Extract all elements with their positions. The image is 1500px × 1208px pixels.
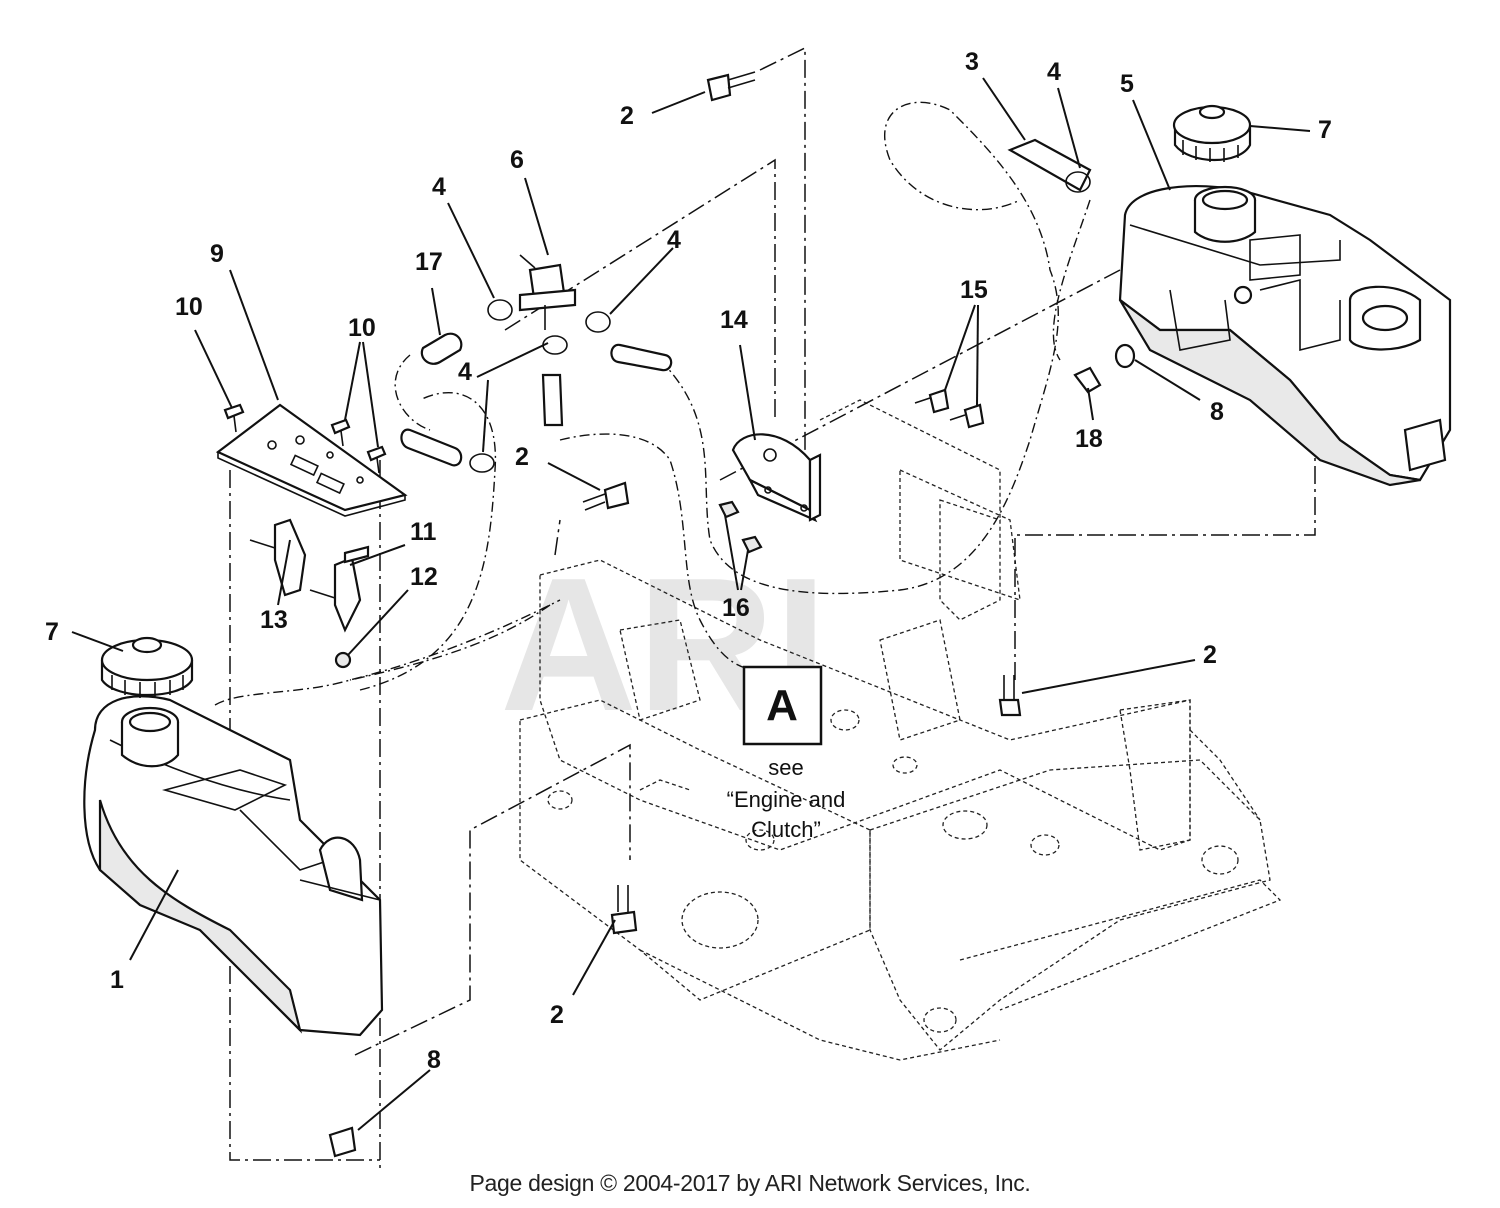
tee-fitting — [518, 254, 577, 330]
callout-2-top: 2 — [620, 102, 634, 130]
callout-12: 12 — [410, 563, 438, 591]
callout-11: 11 — [410, 518, 437, 546]
fuel-hoses — [400, 138, 1092, 467]
callout-4-right: 4 — [1047, 58, 1061, 86]
callout-4-left-top: 4 — [432, 173, 446, 201]
callout-14: 14 — [720, 306, 748, 334]
copyright-footer: Page design © 2004-2017 by ARI Network S… — [469, 1170, 1031, 1196]
reference-letter: A — [766, 681, 798, 730]
tank-screws — [914, 388, 985, 429]
reference-see-text: see — [768, 755, 803, 780]
screws — [223, 403, 387, 474]
callout-2-center: 2 — [515, 443, 529, 471]
valve-brackets — [249, 518, 370, 669]
reference-line-1: “Engine and — [727, 787, 846, 812]
callout-8-bottom: 8 — [427, 1046, 441, 1074]
callout-6: 6 — [510, 146, 524, 174]
callout-16: 16 — [722, 594, 750, 622]
bolts — [582, 71, 1022, 935]
callout-7-right: 7 — [1318, 116, 1332, 144]
callout-1: 1 — [110, 966, 124, 994]
right-fuel-tank — [1118, 185, 1452, 487]
tank-bushings — [328, 343, 1136, 1158]
callout-10-left: 10 — [175, 293, 203, 321]
callout-4-left-mid: 4 — [458, 358, 472, 386]
callout-9: 9 — [210, 240, 224, 268]
callout-15: 15 — [960, 276, 988, 304]
fuel-hose-routes — [214, 101, 1091, 706]
callout-8-right: 8 — [1210, 398, 1224, 426]
reference-box-a: A see “Engine and Clutch” — [727, 665, 846, 842]
left-fuel-tank — [83, 695, 384, 1037]
callout-3: 3 — [965, 48, 979, 76]
callout-5: 5 — [1120, 70, 1134, 98]
callout-4-center: 4 — [667, 226, 681, 254]
callout-17: 17 — [415, 248, 443, 276]
left-fuel-cap — [100, 636, 194, 698]
tank-bracket — [731, 433, 822, 523]
callout-7-left: 7 — [45, 618, 59, 646]
callout-2-right: 2 — [1203, 641, 1217, 669]
right-fuel-cap — [1172, 104, 1252, 162]
mounting-plate — [215, 403, 408, 517]
chassis-frame — [519, 399, 1282, 1061]
leader-lines — [71, 77, 1311, 1131]
callout-2-bottom: 2 — [550, 1001, 564, 1029]
hose-clamps — [469, 171, 1091, 473]
callout-10-right: 10 — [348, 314, 376, 342]
nuts — [718, 500, 763, 554]
callout-18: 18 — [1075, 425, 1103, 453]
callout-labels: 1 2 2 2 2 3 4 4 4 4 5 6 7 7 8 8 9 10 10 … — [45, 48, 1332, 1074]
callout-13: 13 — [260, 606, 288, 634]
reference-line-2: Clutch” — [751, 817, 821, 842]
